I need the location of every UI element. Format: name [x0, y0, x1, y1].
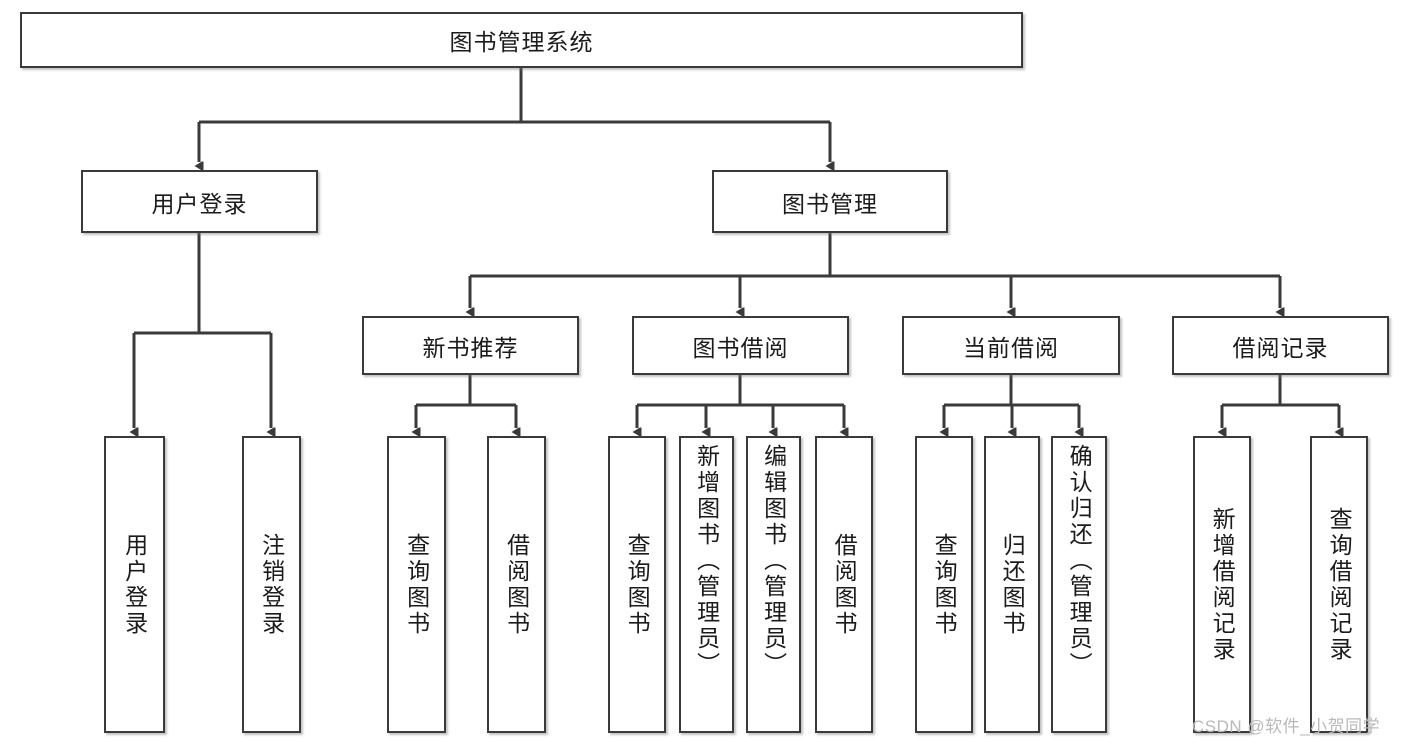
node-label: 用户登录: [121, 532, 148, 637]
node-current-borrow[interactable]: 当前借阅: [902, 316, 1120, 375]
node-label: 图书管理系统: [449, 29, 594, 55]
node-label: 新增图书（管理员）: [693, 444, 720, 678]
node-leaf-query-book-3[interactable]: 查询图书: [915, 436, 973, 733]
node-book-borrow[interactable]: 图书借阅: [632, 316, 849, 375]
node-label: 查询图书: [624, 532, 651, 637]
node-label: 图书管理: [782, 190, 878, 217]
watermark: CSDN @软件_小贺同学: [1192, 717, 1381, 736]
node-label: 注销登录: [258, 532, 285, 637]
node-label: 图书借阅: [692, 334, 789, 361]
node-book-management-system[interactable]: 图书管理系统: [20, 12, 1023, 68]
node-leaf-edit-book[interactable]: 编辑图书（管理员）: [746, 436, 801, 733]
node-leaf-query-book-1[interactable]: 查询图书: [387, 436, 446, 733]
node-leaf-add-borrow-record[interactable]: 新增借阅记录: [1193, 436, 1251, 733]
node-leaf-user-logout[interactable]: 注销登录: [242, 436, 301, 733]
node-book-management[interactable]: 图书管理: [712, 170, 948, 233]
node-leaf-confirm-return[interactable]: 确认归还（管理员）: [1051, 436, 1107, 733]
node-leaf-borrow-book-1[interactable]: 借阅图书: [487, 436, 546, 733]
node-label: 查询图书: [403, 532, 430, 637]
node-leaf-borrow-book-2[interactable]: 借阅图书: [815, 436, 873, 733]
node-label: 借阅记录: [1232, 334, 1329, 361]
node-label: 用户登录: [151, 190, 248, 217]
node-label: 借阅图书: [503, 532, 530, 637]
node-leaf-return-book[interactable]: 归还图书: [984, 436, 1040, 733]
node-leaf-user-login[interactable]: 用户登录: [104, 436, 165, 733]
node-label: 查询图书: [931, 532, 958, 637]
node-label: 新书推荐: [422, 334, 519, 361]
node-label: 新增借阅记录: [1209, 506, 1236, 663]
node-label: 确认归还（管理员）: [1066, 444, 1093, 678]
node-leaf-query-book-2[interactable]: 查询图书: [608, 436, 666, 733]
node-user-login[interactable]: 用户登录: [81, 170, 318, 233]
node-label: 当前借阅: [963, 334, 1059, 361]
node-leaf-add-book[interactable]: 新增图书（管理员）: [679, 436, 734, 733]
node-label: 借阅图书: [831, 532, 858, 637]
node-label: 编辑图书（管理员）: [760, 444, 787, 678]
node-label: 归还图书: [999, 532, 1026, 637]
node-borrow-record[interactable]: 借阅记录: [1172, 316, 1389, 375]
node-new-book-recommend[interactable]: 新书推荐: [362, 316, 579, 375]
node-leaf-query-borrow-record[interactable]: 查询借阅记录: [1310, 436, 1368, 733]
node-label: 查询借阅记录: [1326, 506, 1353, 663]
